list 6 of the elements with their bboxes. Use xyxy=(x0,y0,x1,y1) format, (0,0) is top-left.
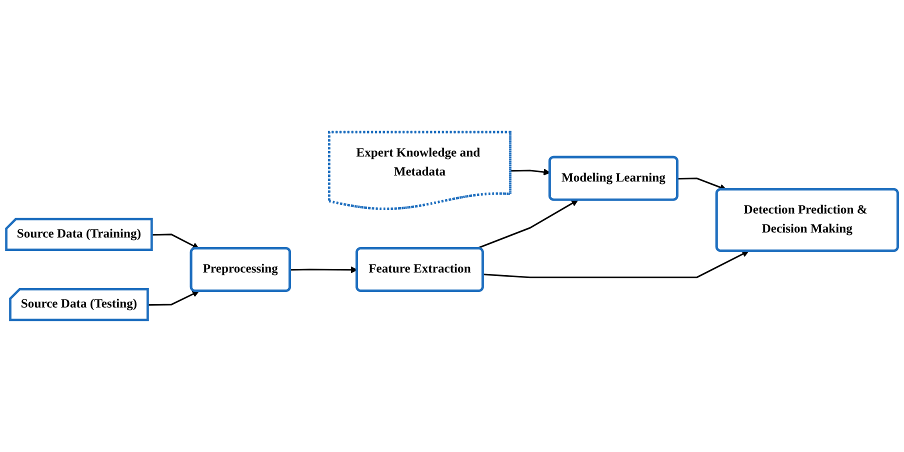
arrow xyxy=(290,266,358,274)
arrow xyxy=(678,178,727,191)
arrow xyxy=(510,168,550,176)
arrow xyxy=(483,250,749,278)
arrow xyxy=(148,290,200,306)
arrow xyxy=(152,234,200,249)
